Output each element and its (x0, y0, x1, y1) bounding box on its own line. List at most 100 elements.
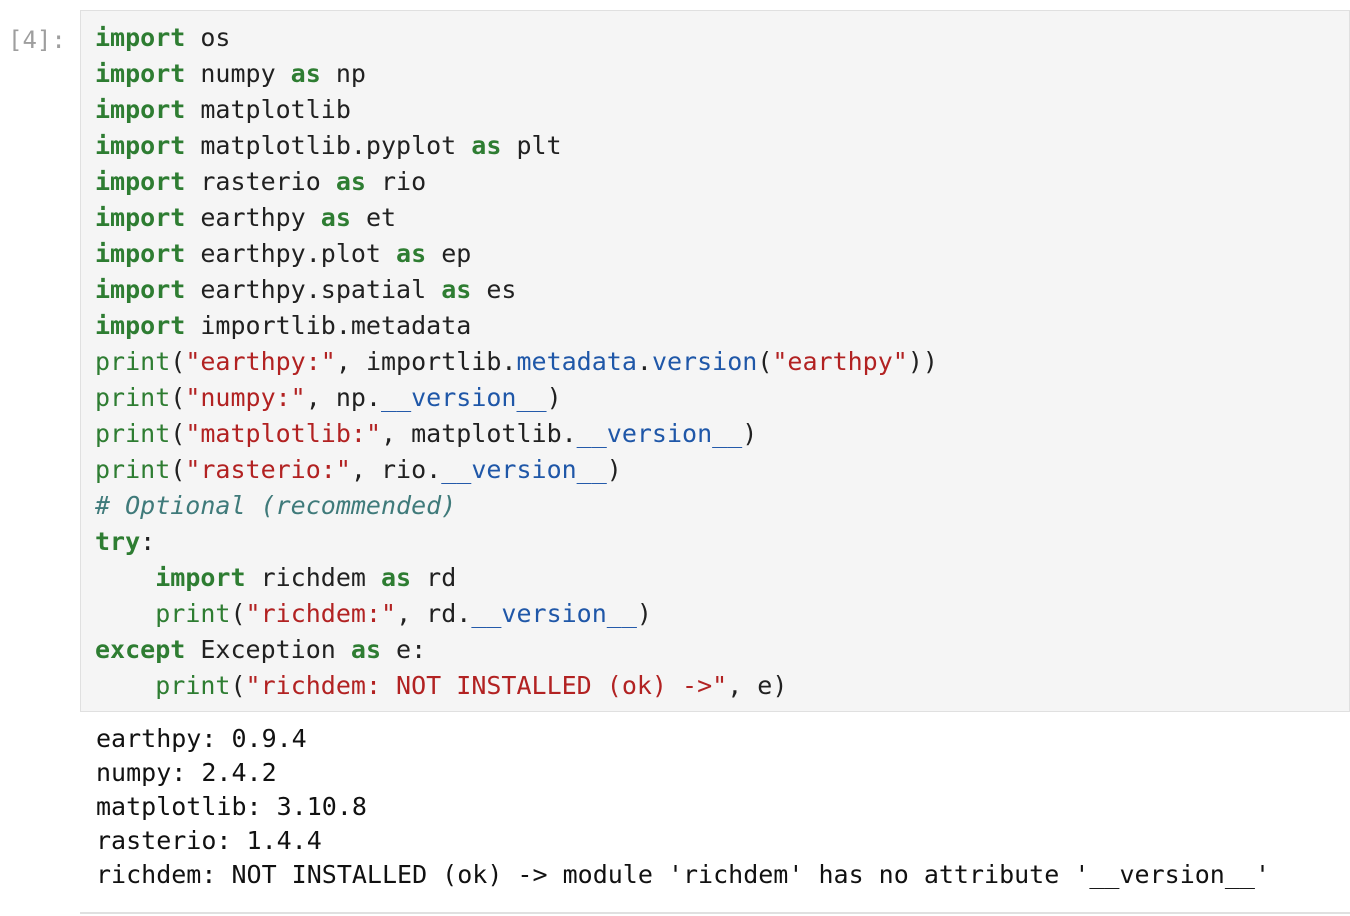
code-token: import (155, 563, 246, 592)
code-token: as (350, 635, 381, 664)
code-token: rio (365, 167, 427, 196)
code-token: import (95, 311, 186, 340)
code-token: ( (230, 599, 246, 628)
code-token: ) (636, 599, 652, 628)
code-line: # Optional (recommended) (95, 488, 938, 524)
cell-divider (80, 912, 1350, 914)
output-line: earthpy: 0.9.4 (96, 724, 307, 753)
code-token: "richdem:" (245, 599, 397, 628)
code-token: earthpy (185, 203, 321, 232)
code-line: try: (95, 524, 938, 560)
code-token: try (95, 527, 141, 556)
code-token: , matplotlib. (381, 419, 577, 448)
code-token: earthpy.plot (185, 239, 397, 268)
code-token: ) (546, 383, 562, 412)
code-token: )) (907, 347, 938, 376)
code-token: os (185, 23, 231, 52)
code-token (95, 563, 155, 592)
code-line: import rasterio as rio (95, 164, 938, 200)
code-token: ( (170, 347, 186, 376)
code-token: import (95, 167, 186, 196)
code-token: __version__ (471, 599, 637, 628)
code-line: print("richdem:", rd.__version__) (95, 596, 938, 632)
code-token (95, 671, 155, 700)
code-token: numpy (185, 59, 291, 88)
code-token: matplotlib (185, 95, 351, 124)
code-token: metadata (516, 347, 637, 376)
code-token: . (636, 347, 652, 376)
output-line: numpy: 2.4.2 (96, 758, 277, 787)
code-line: except Exception as e: (95, 632, 938, 668)
code-token: as (290, 59, 321, 88)
code-token: rd (411, 563, 457, 592)
code-token: print (155, 599, 231, 628)
cell-output: earthpy: 0.9.4 numpy: 2.4.2 matplotlib: 3.… (96, 722, 1270, 892)
code-line: import richdem as rd (95, 560, 938, 596)
code-token: plt (501, 131, 562, 160)
code-token: print (95, 347, 171, 376)
code-token: ) (606, 455, 622, 484)
code-token: ( (170, 419, 186, 448)
output-line: rasterio: 1.4.4 (96, 826, 322, 855)
code-token: ep (426, 239, 472, 268)
code-line: import earthpy.plot as ep (95, 236, 938, 272)
code-line: import matplotlib (95, 92, 938, 128)
code-token: "numpy:" (185, 383, 306, 412)
code-token: "matplotlib:" (185, 419, 381, 448)
code-token: print (95, 419, 171, 448)
code-line: import os (95, 20, 938, 56)
code-token: version (651, 347, 758, 376)
code-token: import (95, 203, 186, 232)
code-token: print (155, 671, 231, 700)
code-token: et (350, 203, 397, 232)
code-token: "richdem: NOT INSTALLED (ok) ->" (245, 671, 728, 700)
code-token: __version__ (381, 383, 547, 412)
code-token: as (396, 239, 427, 268)
code-line: import numpy as np (95, 56, 938, 92)
code-token: np (320, 59, 366, 88)
code-token: e: (381, 635, 427, 664)
code-token: except (95, 635, 186, 664)
code-token: import (95, 239, 186, 268)
code-token: ) (742, 419, 758, 448)
code-line: print("rasterio:", rio.__version__) (95, 452, 938, 488)
execution-count-prompt: [4]: (8, 26, 66, 54)
code-token: as (335, 167, 366, 196)
code-token: import (95, 95, 186, 124)
code-line: import earthpy.spatial as es (95, 272, 938, 308)
code-token: import (95, 23, 186, 52)
code-token: rasterio (185, 167, 336, 196)
output-line: matplotlib: 3.10.8 (96, 792, 367, 821)
code-token: ( (230, 671, 246, 700)
code-token: ( (170, 455, 186, 484)
code-line: import matplotlib.pyplot as plt (95, 128, 938, 164)
output-line: richdem: NOT INSTALLED (ok) -> module 'r… (96, 860, 1270, 889)
code-token: import (95, 59, 186, 88)
code-token: , rio. (350, 455, 442, 484)
code-token: ( (757, 347, 773, 376)
code-token: __version__ (441, 455, 607, 484)
code-token: as (471, 131, 502, 160)
code-token: print (95, 383, 171, 412)
code-token: import (95, 275, 186, 304)
code-token: "earthpy" (772, 347, 908, 376)
code-line: import earthpy as et (95, 200, 938, 236)
code-line: print("earthpy:", importlib.metadata.ver… (95, 344, 938, 380)
code-token: as (381, 563, 412, 592)
code-token: as (320, 203, 351, 232)
code-token: "rasterio:" (185, 455, 351, 484)
code-token: import (95, 131, 186, 160)
code-token: matplotlib.pyplot (185, 131, 472, 160)
code-token: : (140, 527, 156, 556)
code-token: , importlib. (335, 347, 517, 376)
code-token: , rd. (396, 599, 472, 628)
code-token: importlib.metadata (185, 311, 472, 340)
code-token: as (441, 275, 472, 304)
code-token: __version__ (576, 419, 743, 448)
code-token: Exception (185, 635, 351, 664)
code-token: "earthpy:" (185, 347, 336, 376)
code-token (95, 599, 155, 628)
